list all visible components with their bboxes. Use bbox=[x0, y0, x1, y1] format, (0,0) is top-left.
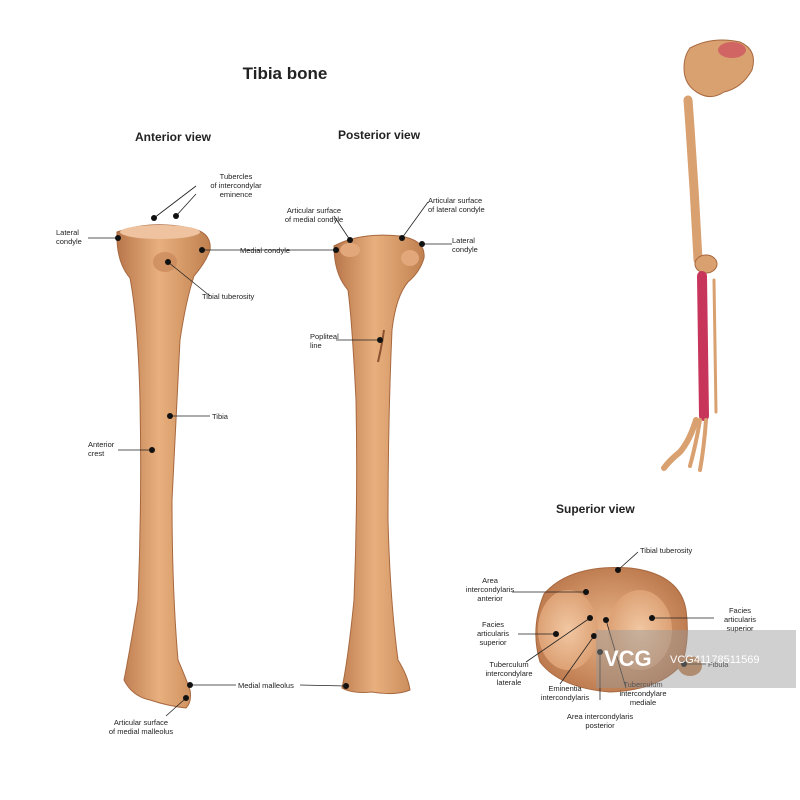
tibia-posterior-bone bbox=[333, 234, 425, 695]
dot-popliteal-line bbox=[377, 337, 383, 343]
label-tuberculum-laterale: Tuberculum intercondylare laterale bbox=[485, 660, 533, 687]
dot-fibula bbox=[681, 661, 687, 667]
dot-tibial-tuberosity-ant bbox=[165, 259, 171, 265]
dot-facies-left bbox=[553, 631, 559, 637]
dot-articular-medial-condyle bbox=[347, 237, 353, 243]
dot-facies-right bbox=[649, 615, 655, 621]
label-area-ic-anterior: Area intercondylaris anterior bbox=[465, 576, 515, 603]
skeleton-leg bbox=[661, 39, 754, 472]
dot-lateral-condyle-post bbox=[419, 241, 425, 247]
label-anterior-crest: Anterior crest bbox=[88, 440, 115, 458]
watermark-logo: VCG bbox=[604, 646, 652, 671]
superior-view-heading: Superior view bbox=[556, 502, 635, 516]
dot-articular-medial-malleolus bbox=[183, 695, 189, 701]
dot-lateral-condyle-ant bbox=[115, 235, 121, 241]
dot-area-ic-anterior bbox=[583, 589, 589, 595]
label-popliteal-line: Popliteal line bbox=[310, 332, 339, 350]
label-tibial-tuberosity-sup: Tibial tuberosity bbox=[640, 546, 693, 555]
label-tuberculum-mediale: Tuberculum intercondylare mediale bbox=[619, 680, 667, 707]
tibia-anterior-bone bbox=[116, 224, 211, 709]
dot-tibial-tuberosity-sup bbox=[615, 567, 621, 573]
dot-area-ic-posterior bbox=[597, 649, 603, 655]
superior-lateral-facet bbox=[538, 590, 598, 670]
label-lateral-condyle-post: Lateral condyle bbox=[452, 236, 478, 254]
posterior-lateral-facet bbox=[401, 250, 419, 266]
dot-anterior-crest bbox=[149, 447, 155, 453]
label-articular-medial-condyle: Articular surface of medial condyle bbox=[284, 206, 344, 224]
tibia-anterior-plateau bbox=[120, 225, 200, 239]
posterior-view-heading: Posterior view bbox=[338, 128, 421, 142]
dot-medial-malleolus bbox=[187, 682, 193, 688]
dot-medial-condyle-ant bbox=[199, 247, 205, 253]
dot-tibia bbox=[167, 413, 173, 419]
label-facies-left: Facies articularis superior bbox=[476, 620, 510, 647]
label-area-ic-posterior: Area intercondylaris posterior bbox=[566, 712, 634, 730]
anterior-view-heading: Anterior view bbox=[135, 130, 212, 144]
watermark-text: VCG41178511569 bbox=[670, 654, 760, 666]
label-eminentia: Eminentia intercondylaris bbox=[540, 684, 590, 702]
label-tibia: Tibia bbox=[212, 412, 228, 421]
marker-dots bbox=[115, 213, 687, 701]
label-tubercles: Tubercles of intercondylar eminence bbox=[210, 172, 262, 199]
dot-tuberculum-mediale bbox=[603, 617, 609, 623]
label-articular-lateral-condyle: Articular surface of lateral condyle bbox=[428, 196, 485, 214]
label-medial-malleolus: Medial malleolus bbox=[238, 681, 294, 690]
label-lateral-condyle-ant: Lateral condyle bbox=[56, 228, 82, 246]
superior-medial-facet bbox=[608, 590, 672, 670]
dot-articular-lateral-condyle bbox=[399, 235, 405, 241]
posterior-medial-facet bbox=[340, 243, 360, 257]
label-articular-medial-malleolus: Articular surface of medial malleolus bbox=[108, 718, 174, 736]
dot-tubercle-2 bbox=[173, 213, 179, 219]
leader-lines bbox=[88, 185, 714, 717]
label-medial-condyle: Medial condyle bbox=[240, 246, 291, 255]
label-fibula: Fibula bbox=[708, 660, 729, 669]
label-tibial-tuberosity-ant: Tibial tuberosity bbox=[202, 292, 255, 301]
label-facies-right: Facies articularis superior bbox=[723, 606, 757, 633]
page-title: Tibia bone bbox=[242, 64, 328, 83]
dot-eminentia bbox=[591, 633, 597, 639]
popliteal-line-mark bbox=[377, 329, 385, 363]
dot-tubercle-1 bbox=[151, 215, 157, 221]
leader-medial-malleolus-post bbox=[299, 684, 347, 687]
watermark: VCG VCG41178511569 bbox=[596, 630, 796, 688]
dot-tuberculum-laterale bbox=[587, 615, 593, 621]
